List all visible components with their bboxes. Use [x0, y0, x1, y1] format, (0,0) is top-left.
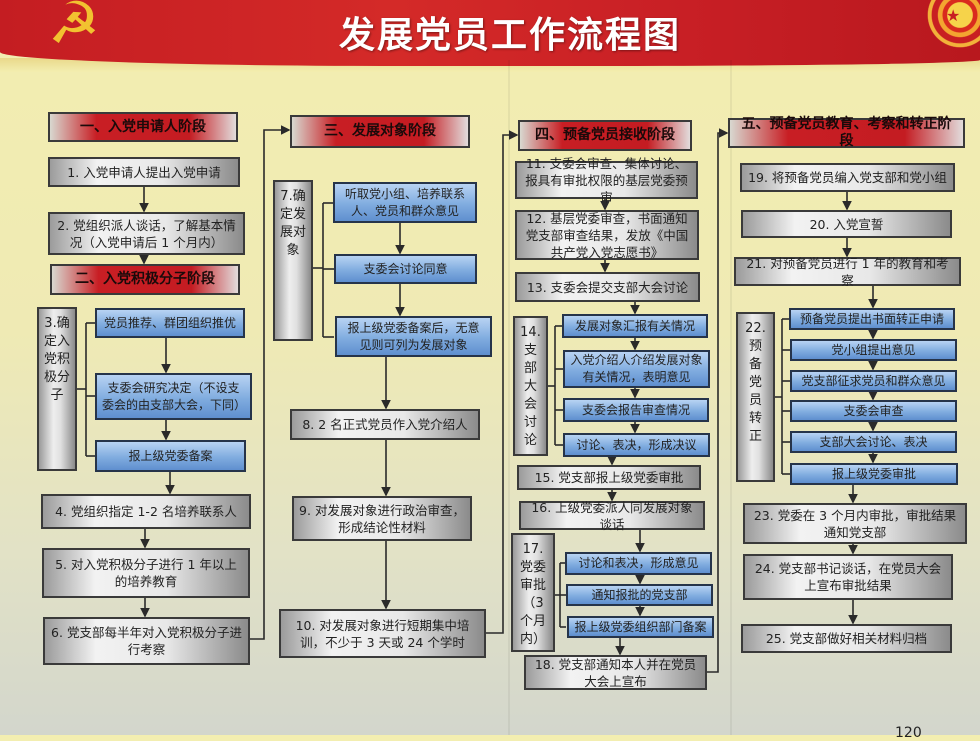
step-box-s2: 2. 党组织派人谈话，了解基本情况（入党申请后 1 个月内） — [48, 212, 245, 255]
substep-box-s3c: 报上级党委备案 — [95, 440, 246, 472]
step-box-s18: 18. 党支部通知本人并在党员大会上宣布 — [524, 655, 707, 690]
step-box-s8: 8. 2 名正式党员作入党介绍人 — [290, 409, 480, 440]
substep-box-s14a: 发展对象汇报有关情况 — [562, 314, 708, 338]
step-box-s1: 1. 入党申请人提出入党申请 — [48, 157, 240, 187]
step-box-s23: 23. 党委在 3 个月内审批，审批结果通知党支部 — [743, 503, 967, 544]
substep-box-s22f: 报上级党委审批 — [790, 463, 958, 485]
step-box-s19: 19. 将预备党员编入党支部和党小组 — [740, 163, 955, 192]
flow-arrow — [707, 128, 729, 673]
substep-box-s17b: 通知报批的党支部 — [566, 584, 713, 606]
stage-header-h4: 四、预备党员接收阶段 — [518, 120, 692, 151]
step-box-s13: 13. 支委会提交支部大会讨论 — [515, 272, 700, 302]
stage-header-h2: 二、入党积极分子阶段 — [50, 264, 240, 295]
step-box-s16: 16. 上级党委派人同发展对象谈话 — [519, 500, 705, 532]
substep-box-s3a: 党员推荐、群团组织推优 — [95, 308, 245, 338]
substep-box-s14d: 讨论、表决，形成决议 — [563, 433, 710, 457]
step-box-s10: 10. 对发展对象进行短期集中培训，不少于 3 天或 24 个学时 — [279, 609, 486, 658]
substep-box-s7c: 报上级党委备案后，无意见则可列为发展对象 — [335, 316, 492, 357]
star-icon: ★ — [946, 6, 961, 25]
step-group-label-s14: 14.支部大会讨论 — [513, 316, 548, 456]
substep-box-s7b: 支委会讨论同意 — [334, 254, 477, 284]
step-box-s24: 24. 党支部书记谈话，在党员大会上宣布审批结果 — [743, 554, 953, 600]
stage-header-h3: 三、发展对象阶段 — [290, 115, 470, 148]
substep-box-s17a: 讨论和表决，形成意见 — [565, 552, 712, 575]
page-number: 120 — [895, 725, 922, 741]
step-box-s12: 12. 基层党委审查，书面通知党支部审查结果，发放《中国共产党入党志愿书》 — [515, 210, 699, 260]
page-fold — [730, 60, 732, 735]
step-box-s15: 15. 党支部报上级党委审批 — [517, 465, 701, 490]
page-title: 发展党员工作流程图 — [338, 14, 681, 56]
substep-box-s22e: 支部大会讨论、表决 — [790, 431, 957, 453]
step-box-s6: 6. 党支部每半年对入党积极分子进行考察 — [43, 617, 250, 665]
substep-box-s14b: 入党介绍人介绍发展对象有关情况，表明意见 — [563, 350, 710, 388]
stage-header-h1: 一、入党申请人阶段 — [48, 112, 238, 142]
step-box-s5: 5. 对入党积极分子进行 1 年以上的培养教育 — [42, 548, 250, 598]
substep-box-s17c: 报上级党委组织部门备案 — [567, 616, 714, 638]
substep-box-s3b: 支委会研究决定（不设支委会的由支部大会，下同） — [95, 373, 252, 420]
step-group-label-s3: 3.确定入党积极分子 — [37, 307, 77, 471]
step-group-label-s7: 7.确定发展对象 — [273, 180, 313, 341]
step-box-s25: 25. 党支部做好相关材料归档 — [741, 624, 952, 653]
step-group-label-s22: 22.预备党员转正 — [736, 312, 775, 482]
substep-box-s22c: 党支部征求党员和群众意见 — [790, 370, 957, 392]
page-fold — [508, 60, 510, 735]
title-banner — [0, 0, 980, 66]
substep-box-s22a: 预备党员提出书面转正申请 — [789, 308, 955, 330]
stage-header-h5: 五、预备党员教育、考察和转正阶段 — [728, 116, 965, 149]
step-group-label-s17: 17.党委审批（3个月内） — [511, 533, 555, 652]
substep-box-s14c: 支委会报告审查情况 — [563, 398, 709, 422]
substep-box-s22b: 党小组提出意见 — [790, 339, 957, 361]
step-box-s11: 11. 支委会审查、集体讨论、报具有审批权限的基层党委预审 — [515, 156, 698, 205]
step-box-s21: 21. 对预备党员进行 1 年的教育和考察 — [734, 256, 961, 288]
party-emblem-icon: ☭ — [48, 0, 100, 57]
step-box-s9: 9. 对发展对象进行政治审查，形成结论性材料 — [292, 496, 472, 541]
substep-box-s22d: 支委会审查 — [790, 400, 957, 422]
step-box-s4: 4. 党组织指定 1-2 名培养联系人 — [41, 494, 251, 529]
flow-arrow — [486, 130, 519, 634]
substep-box-s7a: 听取党小组、培养联系人、党员和群众意见 — [333, 182, 477, 223]
flow-arrow — [250, 125, 291, 640]
step-box-s20: 20. 入党宣誓 — [741, 210, 952, 238]
